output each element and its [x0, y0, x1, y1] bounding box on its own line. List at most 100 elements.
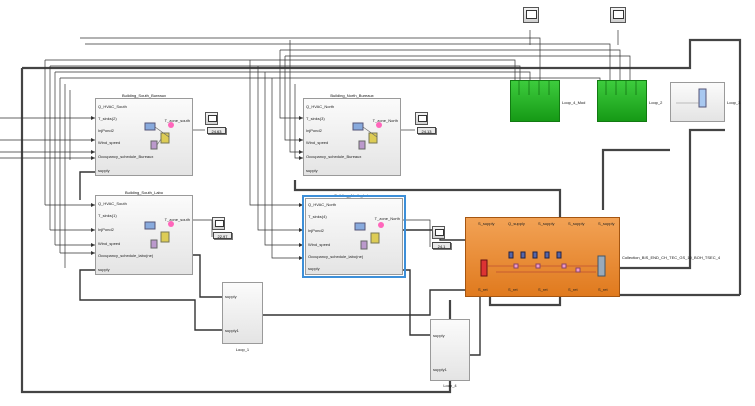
building-south-bureau-block[interactable]: Q_HVAC_South T_sinks(2) InjPond2 Wind_sp…	[95, 98, 193, 176]
port-label: Q_supply	[508, 221, 525, 226]
right-feed-line	[601, 148, 670, 210]
port-label: Occupancy_schedule_labo(ne)	[98, 253, 154, 258]
bus-north-top-3	[289, 40, 303, 153]
port-label: supply	[433, 333, 445, 338]
scope-icon[interactable]	[432, 226, 445, 239]
port-label: T_zone_south	[164, 217, 190, 222]
bus-h-6	[85, 43, 611, 80]
port-label: Q_HVAC_North	[306, 104, 335, 109]
building-icon	[144, 122, 174, 150]
loop-2-block[interactable]	[597, 80, 647, 122]
port-label: supply	[98, 168, 110, 173]
scope-icon[interactable]	[523, 7, 539, 23]
bus-h-5	[80, 37, 541, 80]
loop-4-block[interactable]: supply supply1	[430, 319, 470, 381]
loop-2-title: Loop_2	[649, 100, 663, 105]
port-label: Occupancy_schedule_Bureaux	[98, 154, 154, 159]
temperature-display: 24.13	[417, 127, 436, 134]
scope-icon[interactable]	[212, 217, 225, 230]
port-label: supply	[225, 294, 237, 299]
north-bureau-title: Building_North_Bureaux	[330, 93, 374, 98]
temperature-display: 22.97	[213, 232, 232, 239]
port-label: Wind_speed	[306, 140, 329, 145]
building-icon	[144, 221, 174, 249]
port-label: S_supply	[568, 221, 585, 226]
loop-ports-icon	[605, 81, 637, 95]
collector-title: Collection_BIS_END_CH_TEC_GS_10_BOH_TSEC…	[622, 255, 721, 260]
supply-line-3	[193, 254, 222, 298]
port-label: S_ret	[478, 287, 488, 292]
building-south-labo-block[interactable]: Q_HVAC_South T_sinks(1) InjPond2 Wind_sp…	[95, 195, 193, 275]
port-label: InjPond2	[98, 128, 114, 133]
right-return-line-2	[620, 128, 725, 270]
north-labo-title: Building_North_Labo	[334, 193, 372, 198]
supply-line-6	[470, 297, 481, 356]
bus-h-8	[285, 55, 631, 80]
collector-diagram-icon	[480, 251, 606, 277]
supply-line-5	[403, 269, 430, 336]
loop-4-mod-title: Loop_4_Mod	[562, 100, 586, 105]
bus-north-top-4	[294, 84, 303, 159]
collector-bottom-line	[488, 297, 562, 307]
port-label: S_ret	[538, 287, 548, 292]
port-label: S_supply	[478, 221, 495, 226]
bus-h-3	[55, 71, 531, 80]
building-north-bureau-block[interactable]: Q_HVAC_North T_sinks(3) InjPond2 Wind_sp…	[303, 98, 401, 176]
port-label: supply1	[433, 367, 447, 372]
port-label: Q_HVAC_South	[98, 104, 127, 109]
port-label: S_ret	[568, 287, 578, 292]
port-label: Wind_speed	[98, 140, 121, 145]
outer-loop-top-line	[22, 38, 742, 295]
scope-icon[interactable]	[415, 112, 428, 125]
port-label: T_zone_North	[372, 118, 398, 123]
port-label: S_supply	[598, 221, 615, 226]
port-label: T_sinks(1)	[98, 213, 117, 218]
loop-1-block[interactable]: supply supply1	[222, 282, 263, 344]
port-label: Q_HVAC_North	[308, 202, 337, 207]
temperature-display: 24.1	[432, 242, 451, 249]
port-label: T_sinks(3)	[306, 116, 325, 121]
port-label: Wind_speed	[308, 242, 331, 247]
loop-ports-icon	[518, 81, 550, 95]
loop-3-block[interactable]	[670, 82, 725, 122]
tank-icon	[676, 88, 707, 108]
supply-line-1	[79, 171, 95, 200]
bus-h-4	[60, 77, 601, 80]
bus-v-north-3	[264, 72, 303, 246]
scope-icon[interactable]	[205, 112, 218, 125]
port-label: S_ret	[598, 287, 608, 292]
south-labo-title: Building_South_Labo	[124, 190, 164, 195]
port-label: S_ret	[508, 287, 518, 292]
port-label: T_sinks(2)	[98, 116, 117, 121]
port-label: T_sinks(4)	[308, 214, 327, 219]
port-label: supply	[306, 168, 318, 173]
port-label: Occupancy_schedule_Bureaux	[306, 154, 362, 159]
bus-v-north-2	[257, 66, 303, 231]
port-label: supply1	[225, 328, 239, 333]
port-label: Q_HVAC_South	[98, 201, 127, 206]
port-label: Occupancy_schedule_labo(ne)	[308, 254, 364, 259]
port-label: InjPond2	[306, 128, 322, 133]
building-north-labo-block[interactable]: Q_HVAC_North T_sinks(4) InjPond2 Wind_sp…	[302, 195, 406, 278]
scope-icon[interactable]	[610, 7, 626, 23]
port-label: S_supply	[538, 221, 555, 226]
out-line-3	[190, 219, 213, 237]
supply-line-2	[79, 269, 222, 331]
loop-3-title: Loop_3	[727, 100, 741, 105]
port-label: InjPond2	[98, 227, 114, 232]
port-label: supply	[308, 266, 320, 271]
loop-4-title: Loop_4	[443, 383, 457, 388]
port-label: T_zone_south	[164, 118, 190, 123]
port-label: InjPond2	[308, 228, 324, 233]
bus-v-north-4	[271, 78, 303, 259]
loop-4-mod-block[interactable]	[510, 80, 560, 122]
port-label: T_zone_North	[374, 216, 400, 221]
out-line-4	[403, 219, 431, 247]
supply-line-4	[263, 289, 465, 316]
port-label: Wind_speed	[98, 241, 121, 246]
collector-subsystem-block[interactable]: S_supply Q_supply S_supply S_supply S_su…	[465, 217, 620, 297]
building-icon	[352, 122, 382, 150]
bus-h-1	[45, 59, 516, 80]
bus-v-north-1	[249, 60, 303, 206]
